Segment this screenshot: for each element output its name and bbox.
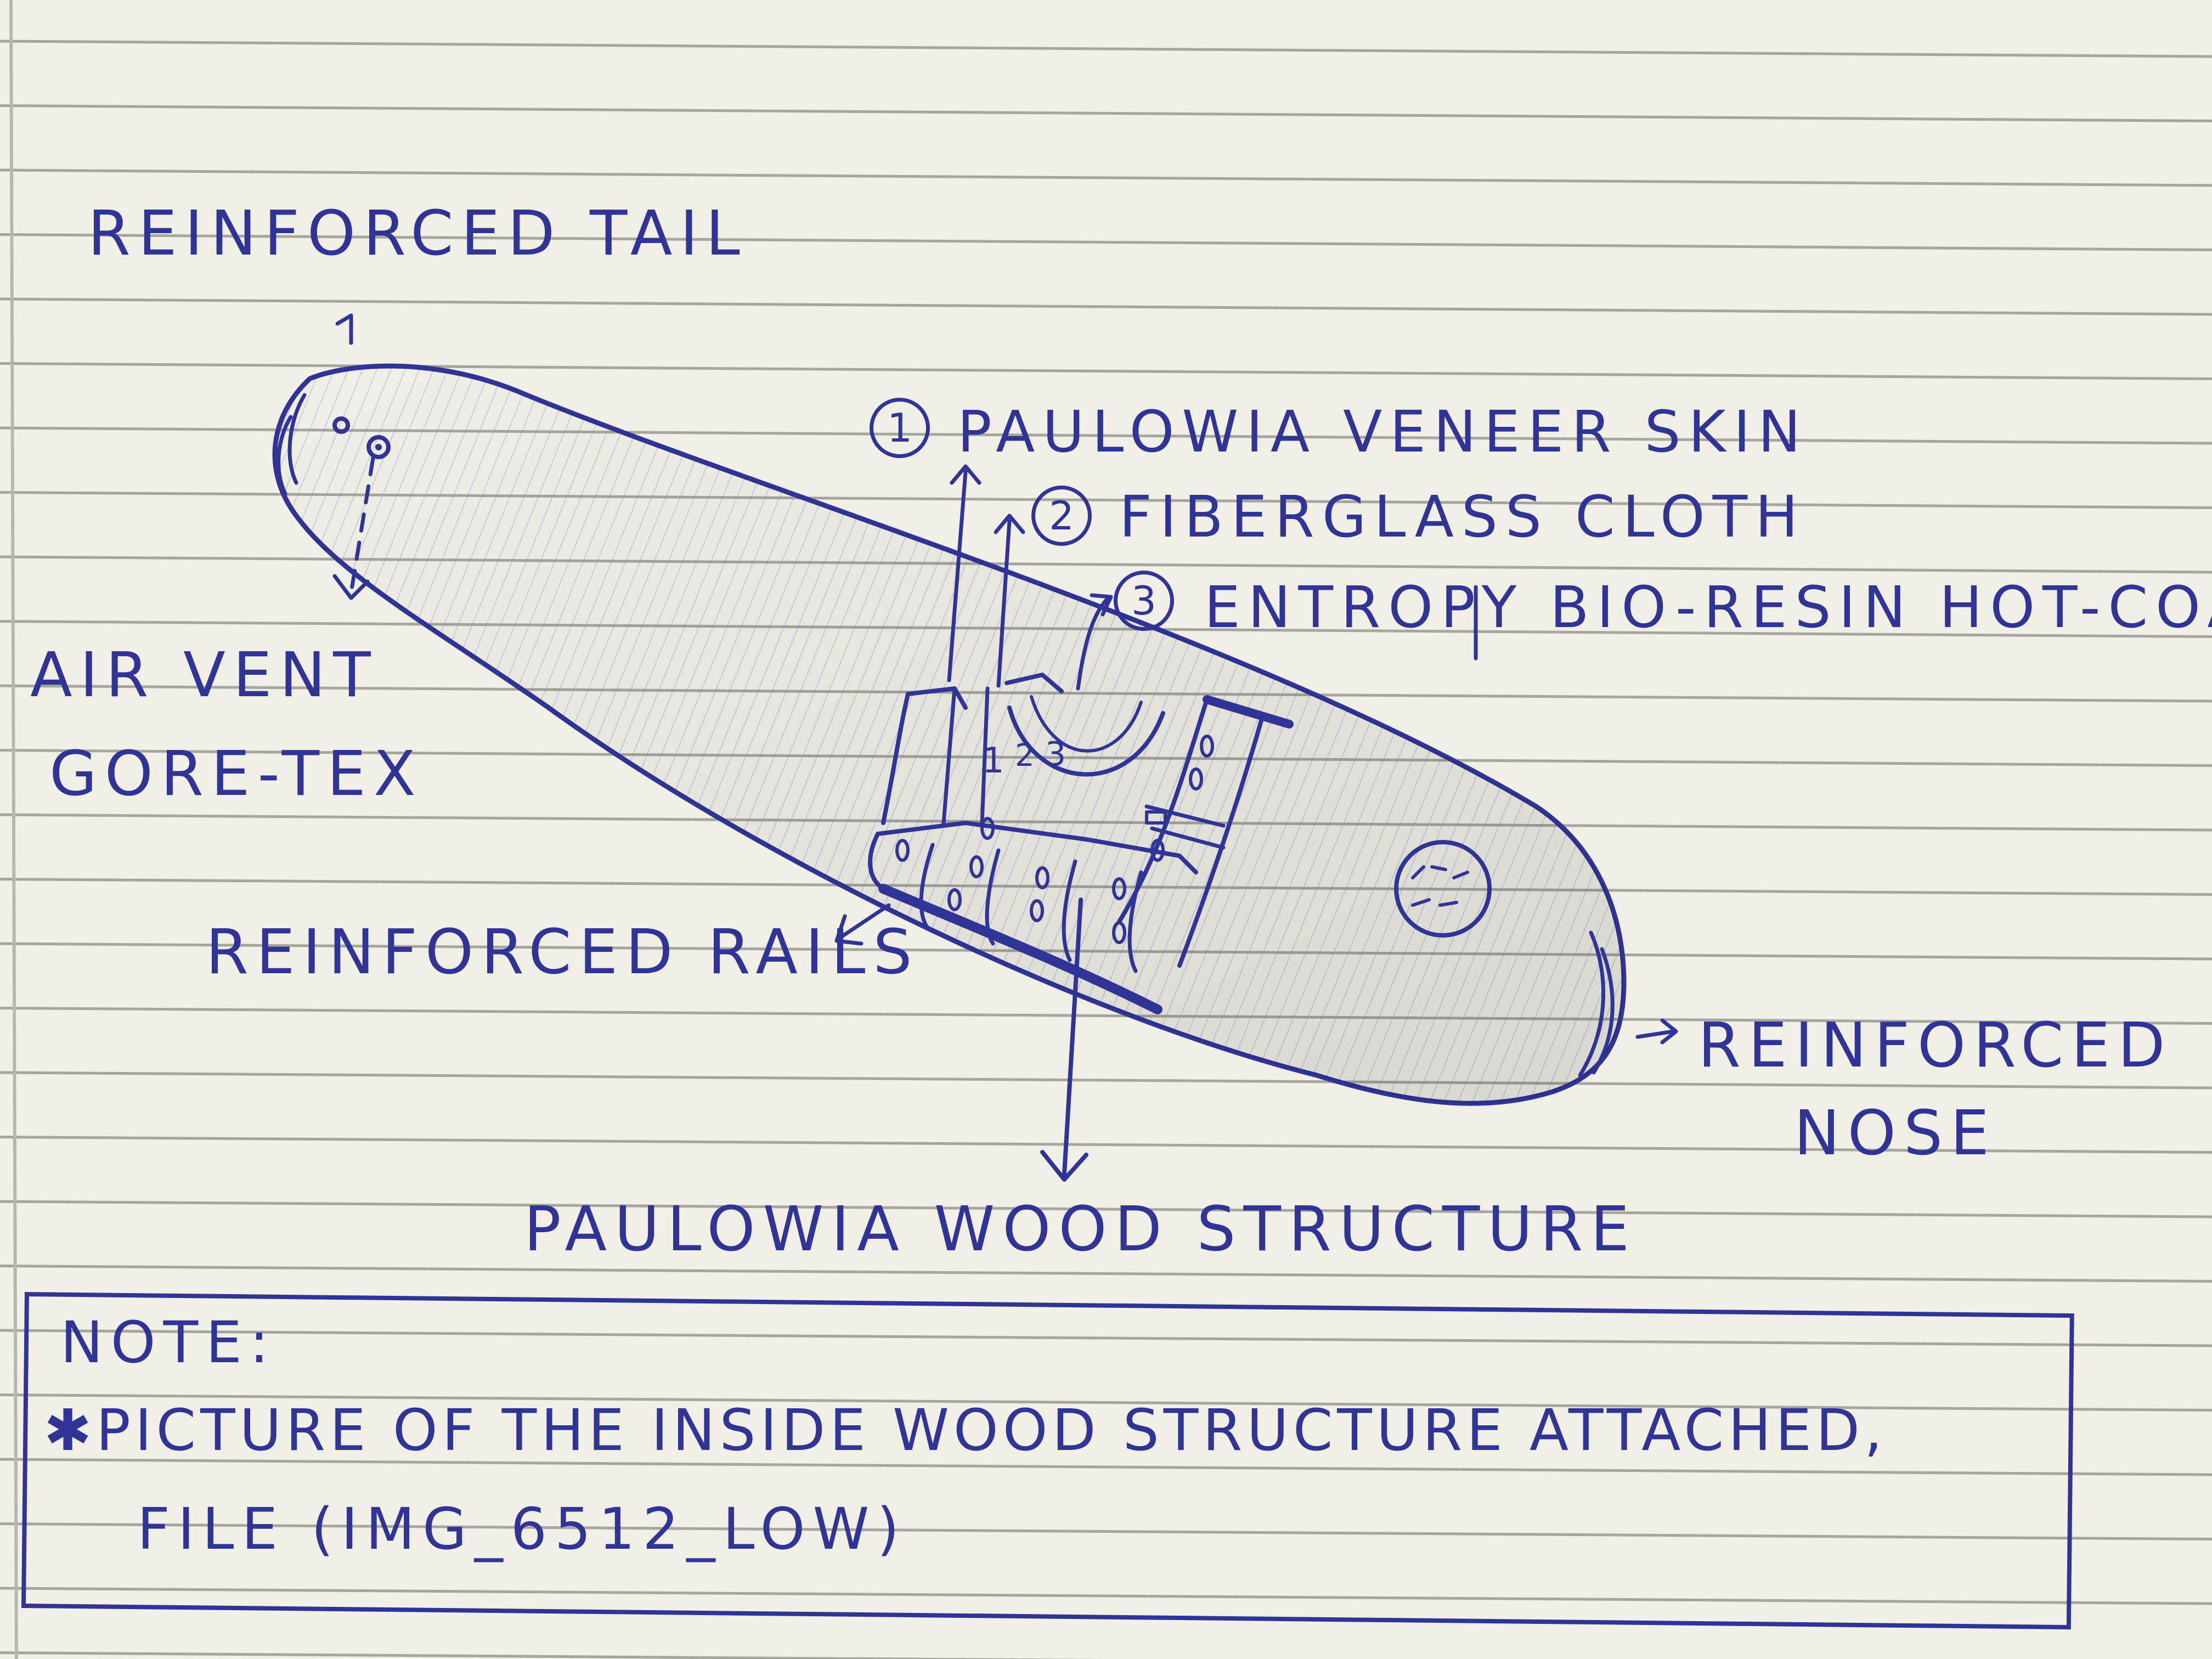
ruled-line (0, 1071, 2212, 1090)
ruled-line (0, 1200, 2212, 1218)
label-air-vent: AIR VENT (30, 640, 379, 711)
ruled-line (0, 1329, 2212, 1347)
ruled-line (0, 1265, 2212, 1283)
note-heading: NOTE: (60, 1309, 276, 1376)
ruled-line (0, 1522, 2212, 1541)
ruled-line (0, 555, 2212, 574)
note-line-2: FILE (IMG_6512_LOW) (137, 1496, 907, 1562)
label-entropy-bio-resin: ENTROPY BIO-RESIN HOT-COAT (1204, 574, 2212, 641)
layer-number-1: 1 (870, 398, 930, 458)
label-reinforced-nose: REINFORCED (1698, 1010, 2173, 1081)
page-edge (9, 0, 18, 1659)
cutaway-number-2: 2 (1015, 738, 1035, 774)
label-reinforced-rails: REINFORCED RAILS (206, 917, 920, 988)
label-paulowia-veneer-skin: PAULOWIA VENEER SKIN (957, 398, 1809, 465)
ruled-line (0, 1587, 2212, 1605)
cutaway-section (868, 673, 1294, 1014)
cutaway-number-3: 3 (1045, 735, 1066, 774)
label-fiberglass-cloth: FIBERGLASS CLOTH (1119, 483, 1806, 550)
ruled-line (0, 297, 2212, 316)
air-vent-dot (366, 435, 391, 459)
layer-number-3: 3 (1114, 571, 1174, 631)
arrow-layer1 (947, 464, 981, 682)
nose-reinforcement (1578, 930, 1615, 1077)
arrow-structure (1040, 898, 1088, 1182)
ruled-line (0, 1136, 2212, 1154)
layer-number-2: 2 (1031, 486, 1092, 546)
logo-circle (1394, 840, 1492, 938)
ruled-line (0, 40, 2212, 58)
note-line-1: ✱PICTURE OF THE INSIDE WOOD STRUCTURE AT… (44, 1397, 1887, 1464)
arrow-layer3 (1076, 593, 1113, 691)
ruled-line (0, 1458, 2212, 1476)
arrow-nose (1635, 1018, 1678, 1045)
ruled-line (0, 104, 2212, 122)
ruled-line (0, 233, 2212, 251)
arrow-tail-label (335, 313, 353, 345)
label-paulowia-wood-structure: PAULOWIA WOOD STRUCTURE (524, 1194, 1637, 1265)
arrow-air-vent (349, 456, 375, 595)
ruled-line (0, 168, 2212, 187)
surfboard-drawing (272, 313, 1678, 1182)
ruled-line (0, 1007, 2212, 1025)
cutaway-number-1: 1 (982, 741, 1005, 781)
arrow-rails (834, 903, 891, 946)
ruled-line (0, 1651, 1107, 1659)
ruled-line (0, 1393, 2212, 1412)
tail-reinforcement (276, 393, 307, 496)
label-reinforced-tail: REINFORCED TAIL (88, 198, 748, 269)
label-nose: NOSE (1794, 1098, 1997, 1169)
label-gore-tex: GORE-TEX (49, 738, 424, 810)
arrow-layer2 (994, 514, 1025, 688)
air-vent-dot (332, 416, 350, 434)
rail-reinforcement (878, 884, 1163, 1014)
